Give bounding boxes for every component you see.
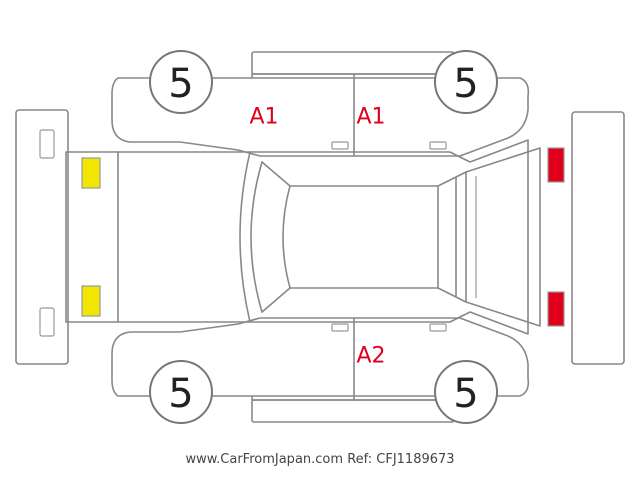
wheel-rear-right: 5 — [434, 360, 498, 424]
wheel-front-left: 5 — [149, 50, 213, 114]
footer-ref: Ref: CFJ1189673 — [347, 452, 455, 467]
wheel-front-right: 5 — [434, 50, 498, 114]
rear-bumper — [571, 111, 625, 365]
wheel-rear-left: 5 — [149, 360, 213, 424]
damage-label-upper-left-door: A1 — [249, 105, 278, 130]
footer-site: www.CarFromJapan.com — [185, 452, 344, 467]
front-bumper — [15, 109, 69, 365]
wheel-grade: 5 — [453, 61, 478, 107]
rear-lamp-upper — [547, 147, 565, 183]
front-lamp-lower — [81, 285, 101, 317]
rear-lamp-lower — [547, 291, 565, 327]
footer: www.CarFromJapan.com Ref: CFJ1189673 — [0, 452, 640, 467]
damage-label-lower-door: A2 — [356, 344, 385, 369]
damage-label-upper-right-door: A1 — [356, 105, 385, 130]
car-body-top-view — [65, 139, 541, 335]
wheel-grade: 5 — [453, 371, 478, 417]
wheel-grade: 5 — [168, 61, 193, 107]
front-lamp-upper — [81, 157, 101, 189]
wheel-grade: 5 — [168, 371, 193, 417]
